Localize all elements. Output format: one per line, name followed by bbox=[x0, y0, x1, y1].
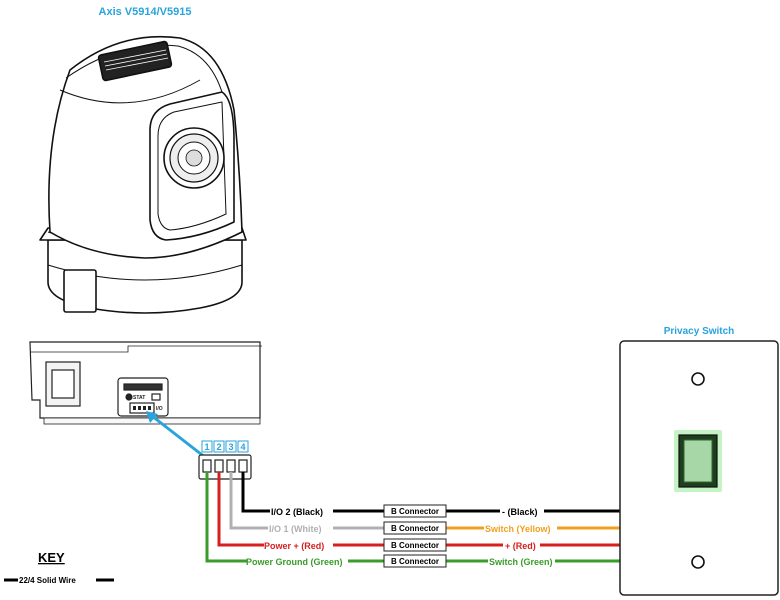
terminal-block-connector bbox=[198, 454, 252, 480]
wire-label-positive: + (Red) bbox=[505, 541, 536, 551]
wire-label-negative: - (Black) bbox=[502, 507, 538, 517]
switch-title: Privacy Switch bbox=[664, 326, 735, 337]
wire-white-left bbox=[229, 472, 268, 530]
wire-label-power-positive: Power + (Red) bbox=[264, 541, 324, 551]
wire-label-power-ground: Power Ground (Green) bbox=[246, 557, 343, 567]
pin-number-3: 3 bbox=[228, 442, 233, 452]
screw-top-icon bbox=[691, 372, 705, 386]
wire-black-left bbox=[241, 472, 270, 513]
b-connector-2: B Connector bbox=[391, 524, 439, 533]
wires bbox=[205, 472, 620, 563]
pin-number-1: 1 bbox=[204, 442, 209, 452]
camera-title: Axis V5914/V5915 bbox=[99, 6, 192, 18]
wire-label-switch-yellow: Switch (Yellow) bbox=[485, 524, 551, 534]
privacy-switch-plate bbox=[619, 340, 779, 596]
b-connectors bbox=[383, 504, 447, 568]
wire-label-io2: I/O 2 (Black) bbox=[271, 507, 323, 517]
key-title: KEY bbox=[38, 550, 65, 565]
wire-green-left bbox=[205, 472, 247, 563]
b-connector-4: B Connector bbox=[391, 557, 439, 566]
wire-label-io1: I/O 1 (White) bbox=[269, 524, 322, 534]
camera-base-side-view bbox=[29, 341, 262, 425]
key-item: 22/4 Solid Wire bbox=[19, 576, 76, 585]
b-connector-1: B Connector bbox=[391, 507, 439, 516]
pin-number-boxes bbox=[201, 440, 249, 453]
stat-label: STAT bbox=[133, 395, 145, 401]
io-label: I/O bbox=[156, 406, 163, 412]
pin-number-2: 2 bbox=[216, 442, 221, 452]
pin-number-4: 4 bbox=[240, 442, 245, 452]
camera-illustration bbox=[39, 35, 247, 314]
wire-label-switch-green: Switch (Green) bbox=[489, 557, 553, 567]
b-connector-3: B Connector bbox=[391, 541, 439, 550]
wire-red-left bbox=[217, 472, 264, 547]
port-arrow bbox=[146, 411, 207, 460]
screw-bottom-icon bbox=[691, 555, 705, 569]
